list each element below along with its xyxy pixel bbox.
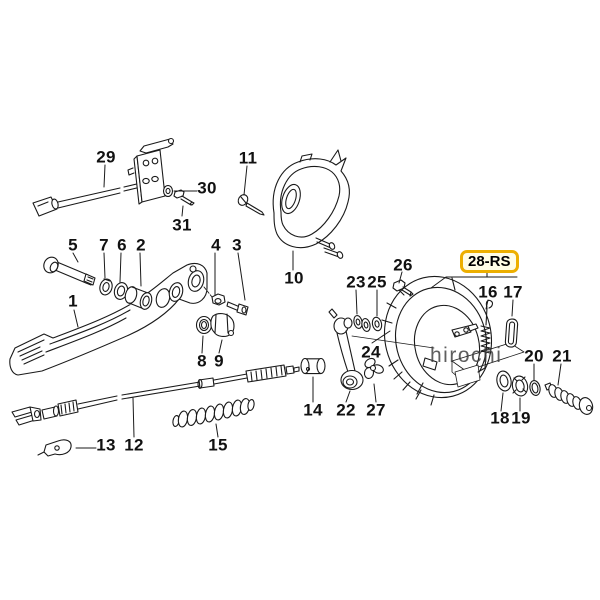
part-4-nut: [211, 293, 226, 306]
highlighted-part-label: 28-RS: [468, 253, 511, 270]
part-label-22: 22: [336, 400, 356, 420]
part-9-nut: [210, 313, 235, 337]
part-label-13: 13: [96, 435, 116, 455]
part-label-9: 9: [214, 351, 224, 371]
part-label-4: 4: [211, 235, 221, 255]
part-5-bolt: [43, 256, 96, 286]
part-30-washer: [162, 184, 174, 198]
part-label-21: 21: [552, 346, 572, 366]
part-1-brake-pedal: [9, 262, 213, 376]
part-label-2: 2: [136, 235, 146, 255]
leader-lines: [72, 164, 562, 449]
part-label-15: 15: [208, 435, 228, 455]
part-28rs-brake-shoes: [381, 275, 493, 406]
part-label-18: 18: [490, 408, 510, 428]
part-18-seal: [496, 370, 512, 392]
part-label-26: 26: [393, 255, 413, 275]
part-label-30: 30: [197, 178, 217, 198]
part-label-11: 11: [238, 148, 258, 168]
part-11-screw: [237, 194, 265, 216]
part-label-24: 24: [361, 342, 381, 362]
part-15-boot: [172, 398, 255, 428]
cam-axis-line: [351, 335, 435, 349]
part-label-14: 14: [303, 400, 323, 420]
part-label-27: 27: [366, 400, 386, 420]
part-29-rod: [32, 181, 146, 217]
backing-plate-plane: [451, 342, 525, 388]
part-2-bushing: [124, 286, 153, 310]
brake-cam-parts: [422, 323, 479, 371]
part-label-19: 19: [511, 408, 531, 428]
part-label-6: 6: [117, 235, 127, 255]
part-label-17: 17: [503, 282, 523, 302]
part-7-washer: [99, 278, 113, 296]
part-8-washer: [195, 315, 213, 335]
highlight-bracket: [430, 272, 518, 289]
part-19-bushing: [511, 375, 529, 397]
part-label-7: 7: [99, 235, 109, 255]
switch-bracket-lever: [127, 137, 175, 205]
highlighted-part-badge: 28-RS: [460, 250, 519, 273]
part-label-12: 12: [124, 435, 144, 455]
part-label-10: 10: [284, 268, 304, 288]
part-20-circlip: [529, 380, 541, 396]
watermark-text: hirochi: [430, 344, 503, 367]
part-21-adjuster-bolt: [544, 382, 594, 415]
part-17-pin: [504, 318, 519, 348]
part-16-spring: [477, 299, 494, 373]
part-label-16: 16: [478, 282, 498, 302]
part-27-wingnut: [363, 357, 384, 380]
part-label-29: 29: [96, 147, 116, 167]
part-3-bolt: [226, 301, 249, 316]
part-label-8: 8: [197, 351, 207, 371]
part-10-cover: [272, 149, 350, 259]
part-12-cable: [11, 364, 300, 426]
part-label-20: 20: [524, 346, 544, 366]
part-13-clip: [37, 439, 72, 457]
part-22-lever: [328, 308, 364, 391]
part-label-23: 23: [346, 272, 366, 292]
part-24-washer: [361, 318, 371, 332]
part-26-bolt: [392, 279, 414, 297]
part-label-5: 5: [68, 235, 78, 255]
part-label-1: 1: [68, 291, 78, 311]
part-label-3: 3: [232, 235, 242, 255]
part-label-31: 31: [172, 215, 192, 235]
part-25-washer: [371, 316, 383, 332]
part-31-bolt: [173, 189, 195, 206]
part-label-25: 25: [367, 272, 387, 292]
part-14-barrel: [300, 357, 326, 375]
